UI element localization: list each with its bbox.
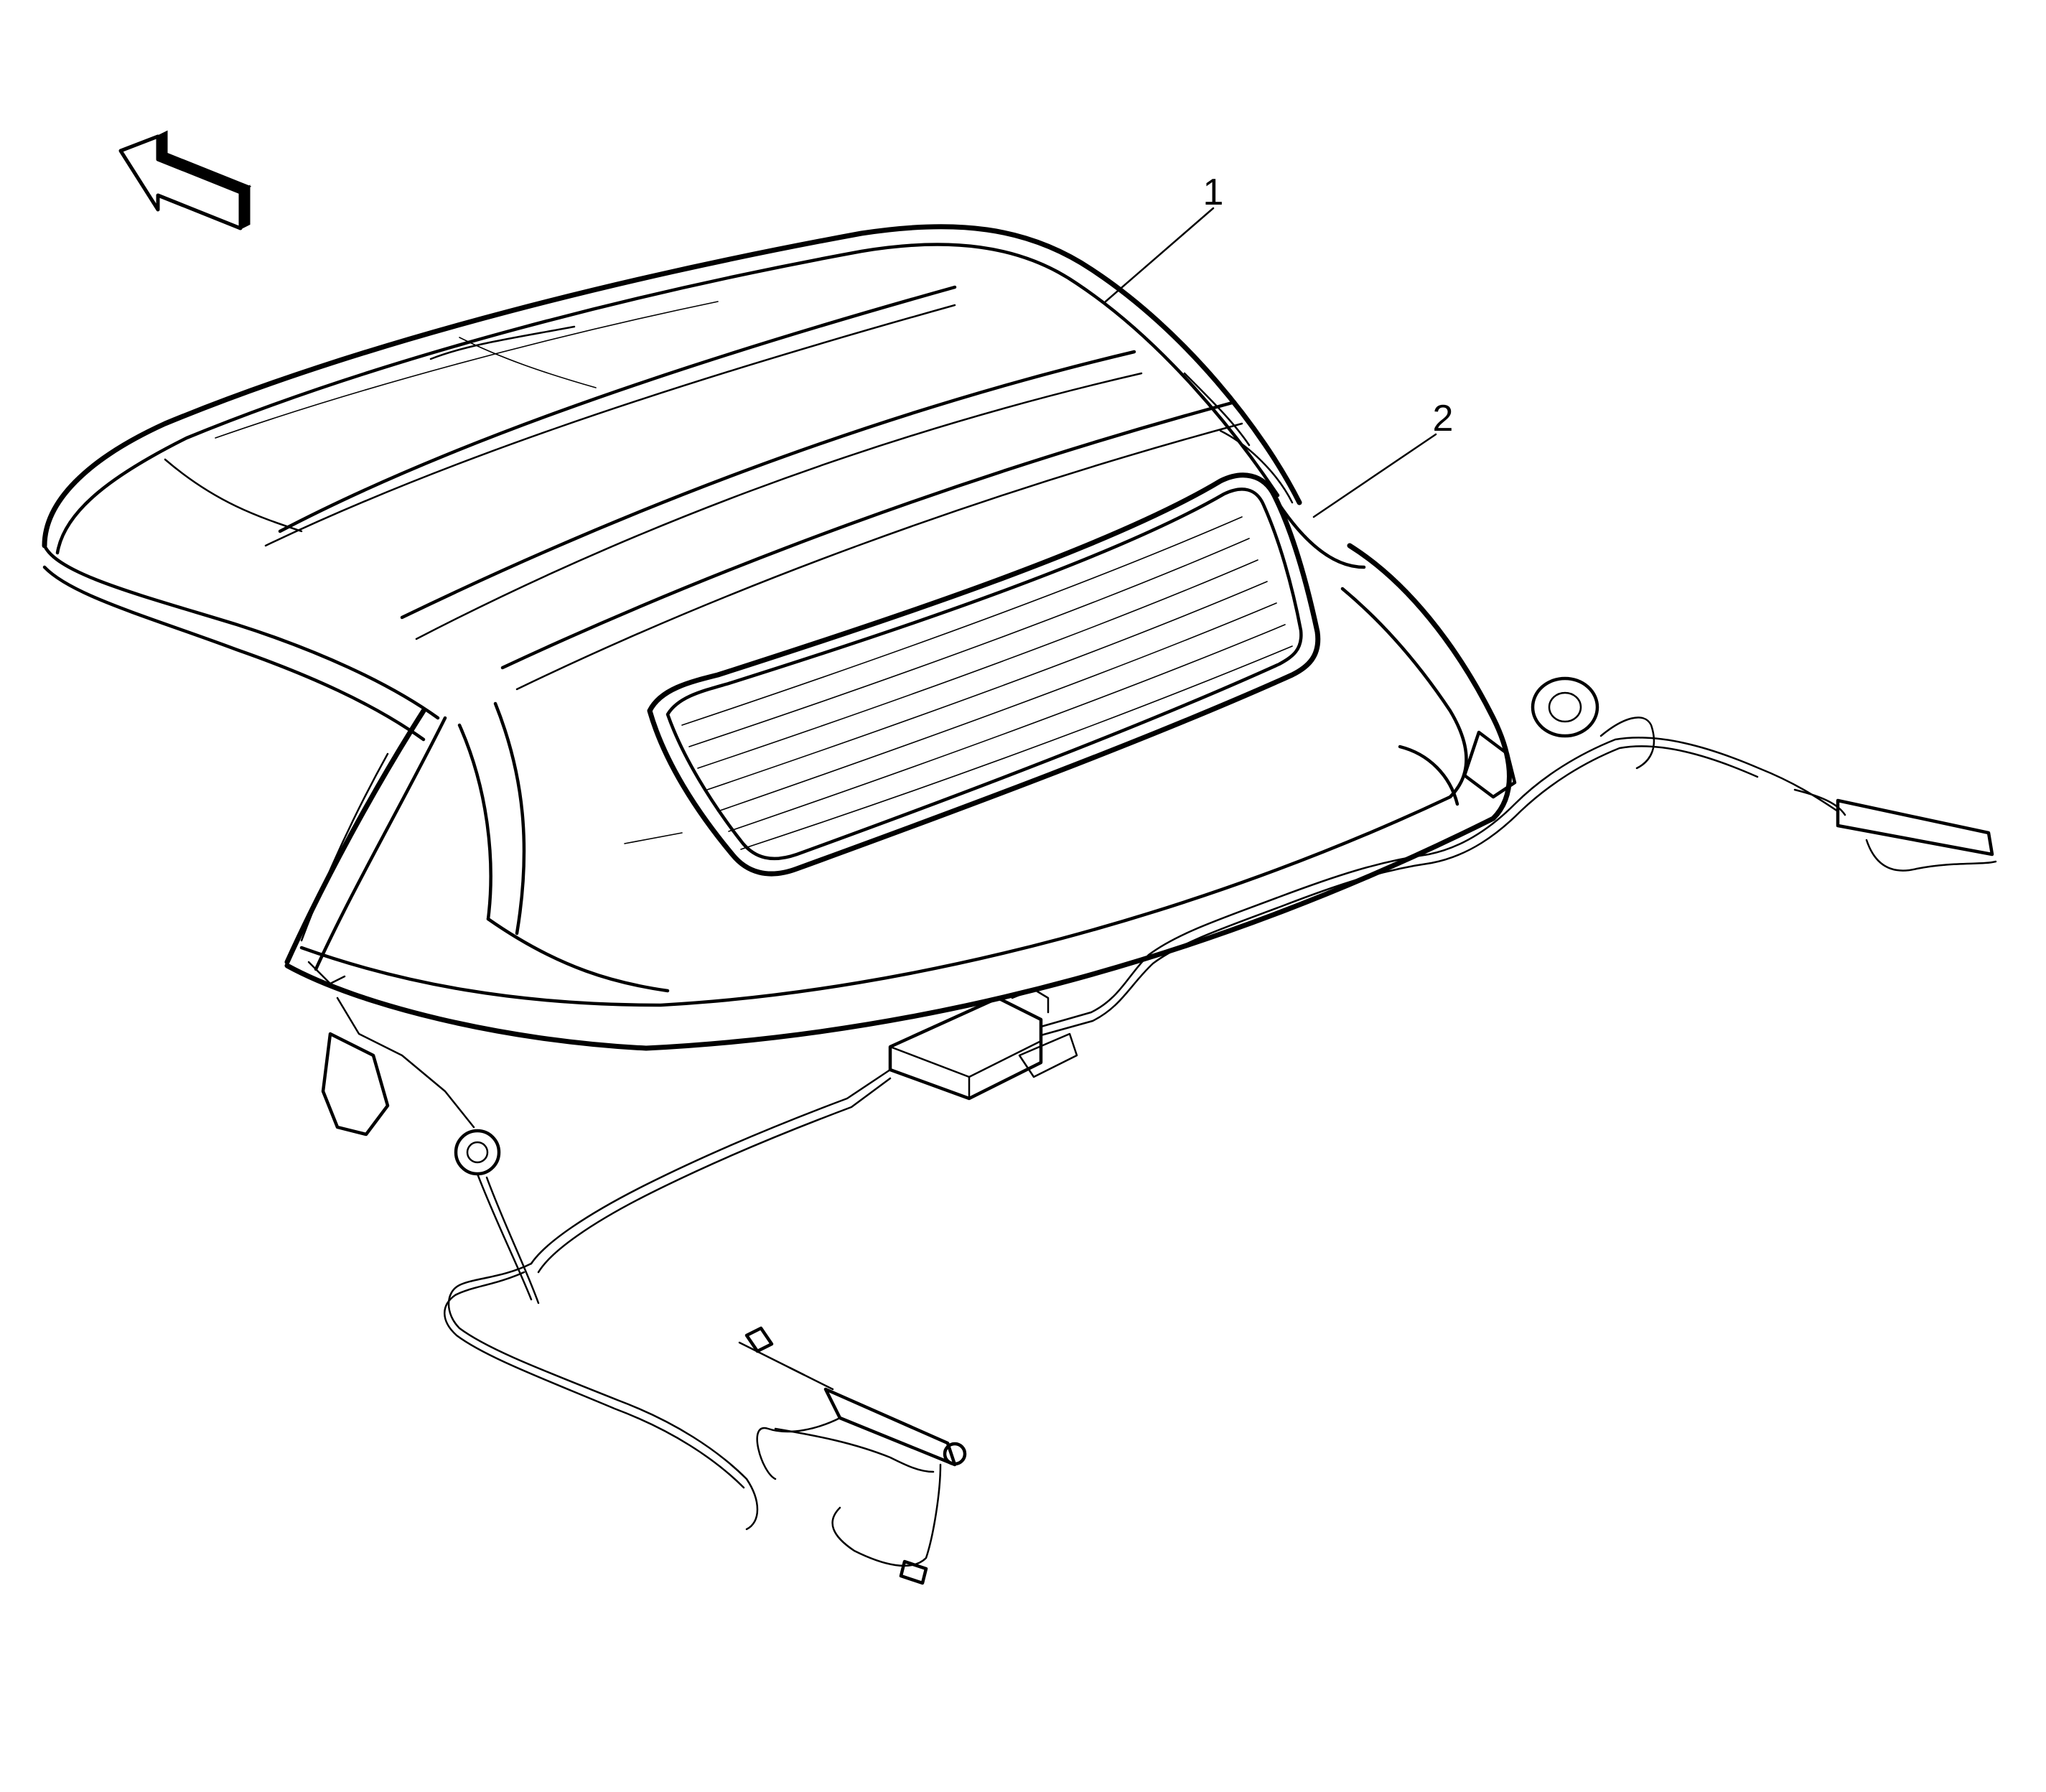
- callout-1: 1: [1104, 172, 1224, 303]
- wiring-harness: [444, 717, 1997, 1585]
- convertible-top-frame: [42, 224, 1599, 1176]
- forward-direction-arrow-icon: [118, 130, 252, 230]
- callout-2: 2: [1312, 398, 1454, 518]
- callout-2-label: 2: [1433, 398, 1454, 439]
- rear-window-glass: [624, 472, 1321, 877]
- callout-1-label: 1: [1203, 172, 1224, 213]
